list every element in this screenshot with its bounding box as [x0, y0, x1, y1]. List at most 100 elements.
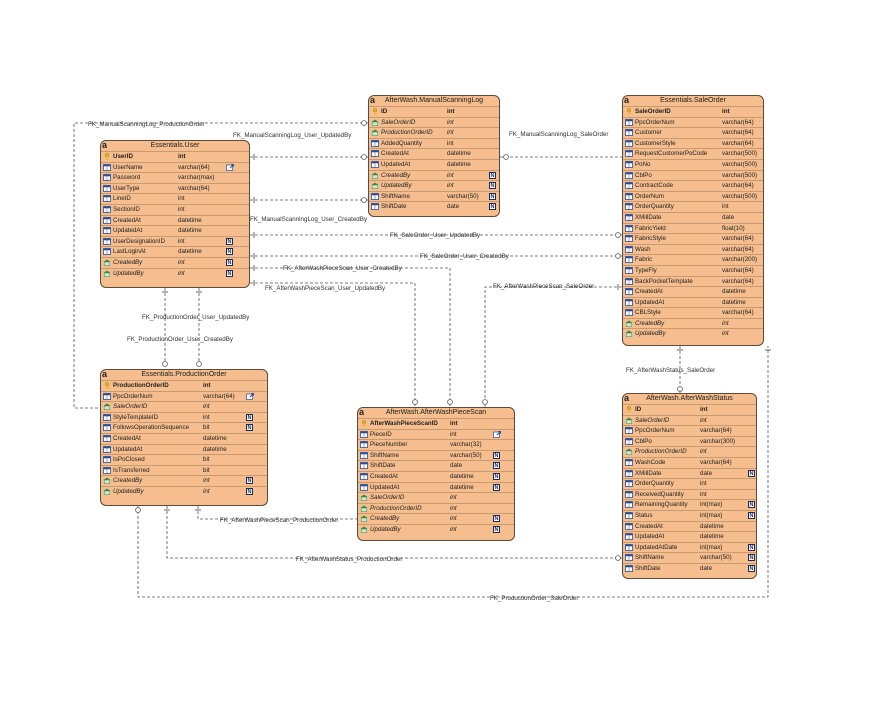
relationship-line-r1[interactable] — [73, 122, 368, 409]
relationship-line-r7[interactable] — [250, 267, 451, 407]
relationship-line-r13[interactable] — [197, 506, 357, 520]
external-link-icon[interactable] — [493, 430, 501, 438]
relationship-line-r15[interactable] — [137, 346, 769, 598]
relationship-line-r8[interactable] — [250, 282, 416, 407]
relationship-line-r9[interactable] — [484, 286, 622, 407]
external-link-icon[interactable] — [226, 163, 234, 171]
external-link-icon[interactable] — [246, 392, 254, 400]
